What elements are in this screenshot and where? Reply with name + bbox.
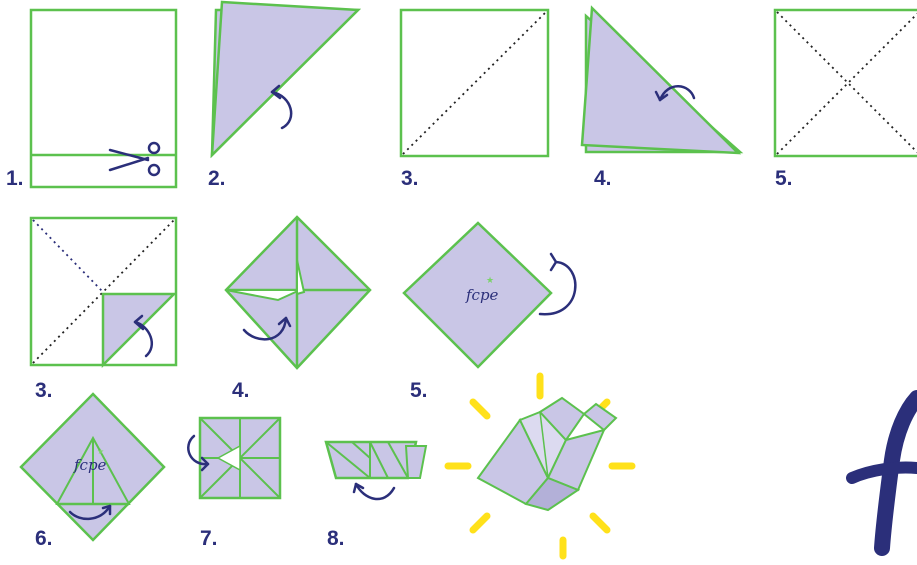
step5-square-two-creases — [773, 8, 917, 158]
step7-eight-segment-square — [198, 416, 282, 500]
step-label-5: 5. — [775, 167, 793, 190]
fold-arrow-icon — [654, 85, 696, 102]
fold-arrow-icon — [68, 504, 112, 520]
step-label-7: 7. — [200, 527, 218, 550]
step-label-8: 8. — [327, 527, 345, 550]
step-label-4b: 4. — [232, 379, 250, 402]
step-label-3: 3. — [401, 167, 419, 190]
step4-triangle-fold — [580, 5, 744, 155]
step1-paper — [29, 8, 178, 189]
step5b-flipped-diamond: fcpe ★ — [402, 221, 553, 369]
step-label-5b: 5. — [410, 379, 428, 402]
step3b-corner-fold — [29, 216, 178, 369]
fold-arrow-icon — [133, 314, 153, 358]
step3-square-crease — [399, 8, 550, 158]
fcpe-logo-text: fcpe — [465, 286, 499, 304]
step6-bottom-corner-fold: fcpe ★ — [19, 392, 166, 542]
step-label-1: 1. — [6, 167, 24, 190]
step-label-3b: 3. — [35, 379, 53, 402]
step8-folded-strip — [324, 440, 428, 480]
star-icon: ★ — [486, 275, 494, 285]
step-label-2: 2. — [208, 167, 226, 190]
fold-arrow-icon — [352, 482, 396, 501]
scissors-icon — [108, 141, 161, 177]
step2-triangle-fold — [210, 0, 362, 159]
fold-arrow-icon — [242, 316, 292, 341]
step-label-6: 6. — [35, 527, 53, 550]
fold-arrow-icon — [270, 84, 293, 130]
star-icon: ★ — [97, 447, 104, 456]
rotate-arrow-icon — [538, 252, 577, 316]
finished-fortune-teller — [444, 372, 636, 560]
step-label-4: 4. — [594, 167, 612, 190]
fcpe-logo-text: fcpe — [73, 456, 107, 474]
fold-arrow-icon — [187, 434, 210, 472]
step4b-blintz-diamond — [224, 215, 372, 370]
handwritten-mark — [846, 390, 917, 556]
